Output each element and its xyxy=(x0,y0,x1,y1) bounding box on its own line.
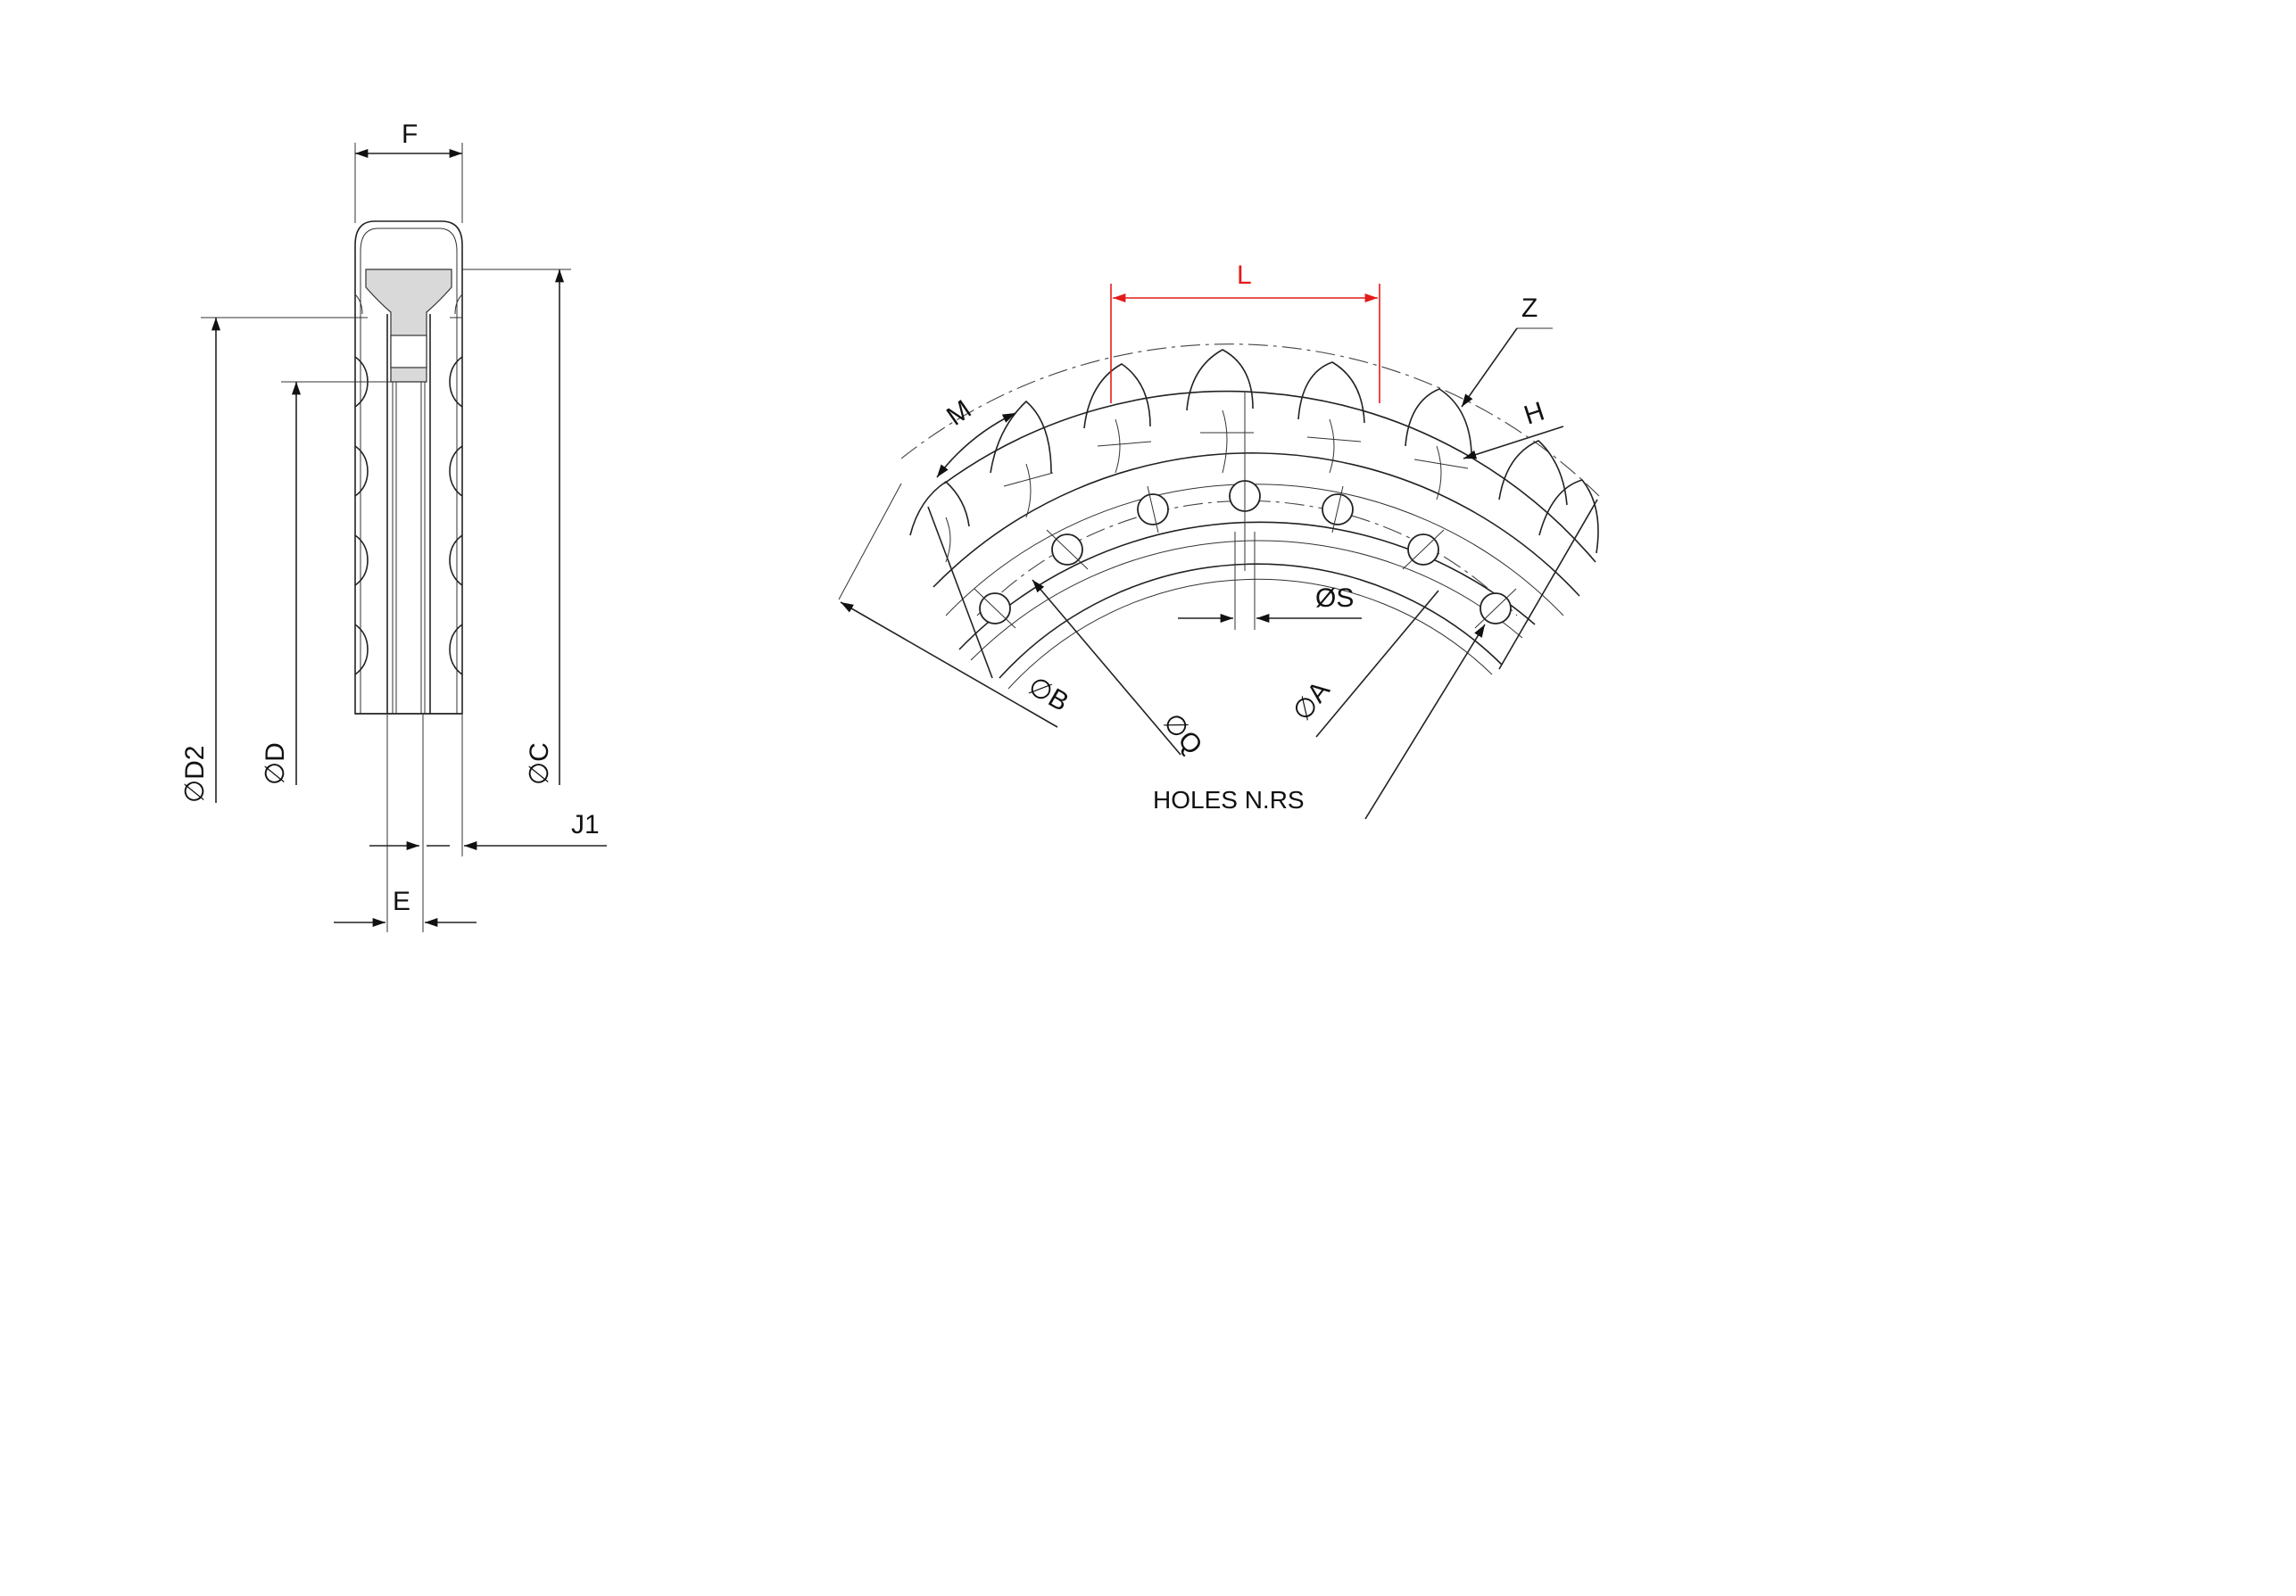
dim-label-E: E xyxy=(393,887,410,916)
shaded-section xyxy=(365,269,452,383)
dim-label-S: ØS xyxy=(1315,583,1354,613)
dim-label-J1: J1 xyxy=(571,810,600,839)
sprocket-teeth xyxy=(909,349,1599,563)
pitch-circle xyxy=(900,343,1600,497)
dim-label-D2: ∅D2 xyxy=(180,746,210,803)
dim-label-H: H xyxy=(1521,397,1548,431)
bolt-holes xyxy=(974,473,1517,629)
rim-outer-arc xyxy=(932,452,1580,597)
bolt-circle xyxy=(976,500,1518,616)
right-tooth-notches xyxy=(449,356,463,675)
side-profile-outline xyxy=(354,220,463,715)
bore-arc xyxy=(999,563,1503,679)
sprocket-segment-view: L Z H M ØS ∅B ∅Q ∅A HOLES N.RS xyxy=(838,260,1600,820)
dim-label-A: ∅A xyxy=(1288,676,1336,727)
dim-label-B: ∅B xyxy=(1024,671,1073,717)
dim-label-Q: ∅Q xyxy=(1157,707,1208,760)
side-section-view: F ∅C ∅D2 ∅D J1 E xyxy=(180,120,607,932)
dim-label-L: L xyxy=(1237,260,1252,290)
dim-label-D: ∅D xyxy=(261,742,290,785)
side-inner-outline xyxy=(360,227,458,714)
holes-note: HOLES N.RS xyxy=(1153,786,1305,814)
dim-label-M: M xyxy=(941,394,976,431)
rim-inner-arc xyxy=(958,521,1536,650)
dim-label-F: F xyxy=(402,120,418,149)
dim-label-C: ∅C xyxy=(525,742,554,785)
dim-label-Z: Z xyxy=(1521,294,1538,323)
tooth-root-arc xyxy=(943,390,1596,563)
left-tooth-notches xyxy=(354,356,369,675)
sprocket-arcs xyxy=(900,343,1600,690)
